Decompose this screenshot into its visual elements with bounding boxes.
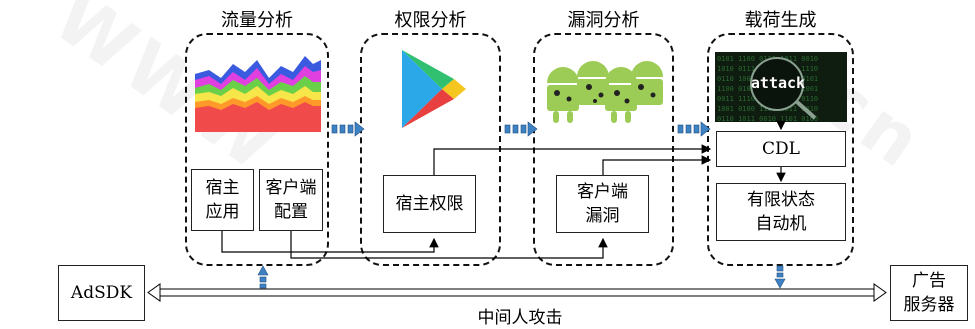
mitm-double-arrow xyxy=(147,283,887,302)
host-permission-box: 宿主权限 xyxy=(383,175,476,233)
fsm-line2: 自动机 xyxy=(755,214,807,234)
traffic-analysis-stage xyxy=(185,33,329,266)
host-app-line2: 应用 xyxy=(205,202,240,222)
adsdk-box: AdSDK xyxy=(58,265,145,321)
connector-vuln-to-cdl xyxy=(602,155,712,175)
client-config-line2: 配置 xyxy=(274,202,308,222)
adsdk-label: AdSDK xyxy=(70,283,133,303)
client-config-line1: 客户端 xyxy=(265,178,317,198)
svg-text:0110 1011 0010 1101 0100: 0110 1011 0010 1101 0100 xyxy=(717,115,818,122)
ad-server-line1: 广告 xyxy=(912,271,946,291)
connector-host-app-to-permission xyxy=(221,231,439,253)
flow-arrow-2 xyxy=(504,121,538,137)
flow-arrow-3 xyxy=(677,121,711,137)
stage-title-traffic: 流量分析 xyxy=(221,10,293,31)
stage-title-permission: 权限分析 xyxy=(394,10,467,31)
host-app-box: 宿主 应用 xyxy=(191,169,254,231)
client-vuln-line2: 漏洞 xyxy=(585,206,620,226)
fsm-line1: 有限状态 xyxy=(747,190,815,210)
flow-arrow-up-traffic xyxy=(257,265,269,289)
host-app-line1: 宿主 xyxy=(205,178,240,198)
ad-server-line2: 服务器 xyxy=(903,295,955,315)
ad-server-box: 广告 服务器 xyxy=(890,265,968,321)
attack-text: attack xyxy=(750,74,806,92)
cdl-box: CDL xyxy=(716,131,846,167)
client-vuln-box: 客户端 漏洞 xyxy=(556,175,649,233)
attack-code-icon: 0101 1100 0110 1011 0010 1010 0111 1101 … xyxy=(715,52,847,122)
client-config-box: 客户端 配置 xyxy=(259,169,323,231)
stage-title-vulnerability: 漏洞分析 xyxy=(567,10,640,31)
google-play-icon xyxy=(398,48,468,130)
stage-flow-arrows xyxy=(257,121,786,289)
cdl-label: CDL xyxy=(762,139,800,159)
client-vuln-line1: 客户端 xyxy=(577,182,628,202)
connector-permission-to-cdl xyxy=(433,144,712,175)
android-bug-icon xyxy=(543,55,665,129)
connector-config-to-vuln xyxy=(290,231,608,259)
fsm-box: 有限状态 自动机 xyxy=(716,183,846,241)
mitm-label: 中间人攻击 xyxy=(477,308,563,328)
stage-title-payload: 载荷生成 xyxy=(744,10,817,31)
stacked-area-chart-icon xyxy=(195,52,321,132)
host-permission-label: 宿主权限 xyxy=(395,194,464,214)
flow-arrow-down-payload xyxy=(774,265,786,289)
flow-arrow-1 xyxy=(331,121,365,137)
